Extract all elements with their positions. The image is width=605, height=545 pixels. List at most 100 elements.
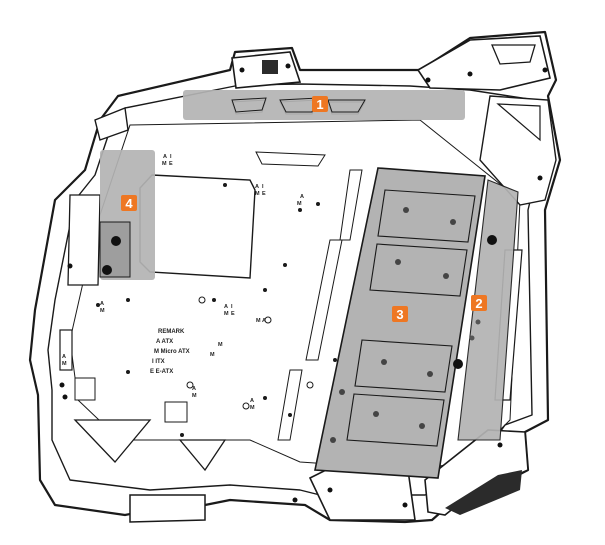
screw-hole (497, 442, 503, 448)
bottom-foot-left (129, 494, 206, 523)
mark-m: M (256, 318, 261, 324)
top-vent-right (327, 99, 366, 113)
left-bracket (67, 194, 101, 286)
screw-hole (467, 71, 473, 77)
drive-screw (419, 423, 425, 429)
drive-bay (369, 243, 468, 297)
standoff-hole (126, 370, 130, 374)
mark-m: M (210, 352, 215, 358)
zone-1-badge-number: 1 (316, 97, 323, 112)
drive-bays (346, 189, 476, 447)
expansion-slot-covers (164, 401, 188, 423)
standoff-hole (96, 303, 100, 307)
standoff-hole (316, 202, 320, 206)
bottom-center-vent (178, 439, 227, 472)
screw-hole (285, 63, 291, 69)
mark-ame-e: E (262, 191, 266, 197)
legend-line-itx: I ITX (152, 359, 165, 365)
bottom-right-foot-dark (445, 470, 522, 515)
zone-1-badge-bg (312, 96, 328, 112)
standoff-hole (298, 208, 302, 212)
screw-hole (425, 77, 431, 83)
standoff-hole (288, 413, 292, 417)
drive-bay (377, 189, 476, 243)
zone-4-badge-number: 4 (125, 196, 133, 211)
zone-2 (453, 179, 519, 441)
top-right-bracket-outer (416, 35, 551, 91)
top-handle-latch (262, 60, 278, 74)
screw-hole (542, 67, 548, 73)
remark-legend: REMARK A ATX M Micro ATX I ITX E E-ATX (150, 329, 190, 375)
bottom-left-vent (73, 419, 152, 463)
screw-hole (62, 394, 68, 400)
bottom-parts (62, 377, 529, 523)
standoff-hole (180, 433, 184, 437)
zone-badges: 1 2 3 4 (121, 96, 487, 322)
mark-ame-m: M (255, 191, 260, 197)
drive-screw (339, 389, 345, 395)
drive-screw (450, 219, 456, 225)
drive-screw (395, 259, 401, 265)
zone-4 (99, 150, 155, 280)
zone-1-badge: 1 (312, 96, 328, 112)
zone-2-badge-bg (471, 295, 487, 311)
screw-hole (239, 67, 245, 73)
zone-3-area (314, 167, 486, 479)
drive-screw (330, 437, 336, 443)
standoff-hole (263, 396, 267, 400)
zone-4-badge: 4 (121, 195, 137, 211)
drive-bay (354, 339, 453, 393)
zone-2-area (457, 179, 519, 441)
mark-ame-i: I (170, 154, 172, 160)
right-side-vent (496, 103, 541, 142)
standoff-hole (264, 316, 272, 324)
mark-am-m: M (250, 405, 255, 411)
zone-2-mount-hole (453, 359, 463, 369)
screw-hole (327, 487, 333, 493)
mark-am-m: M (192, 393, 197, 399)
mark-am-m: M (62, 361, 67, 367)
top-handle (231, 51, 302, 89)
left-side-parts (59, 107, 129, 388)
zone-3 (314, 167, 486, 479)
standoff-hole (242, 402, 250, 410)
mark-ame-e: E (169, 161, 173, 167)
standoff-marks: A I M E A I M E A I M E A M A M A M A M … (62, 154, 304, 411)
zone-4-mount-hole (111, 236, 121, 246)
drive-bay (346, 393, 445, 447)
cable-slot (305, 239, 343, 361)
zone-2-mount-hole (475, 319, 481, 325)
mark-am-a: A (100, 301, 104, 307)
drive-screws (330, 207, 456, 443)
screw-hole (292, 497, 298, 503)
legend-line-micro-atx: M Micro ATX (154, 349, 190, 355)
top-vent-left (231, 97, 267, 113)
standoff-hole (306, 381, 314, 389)
standoff-hole (333, 358, 337, 362)
mark-ame-m: M (224, 311, 229, 317)
drive-screw (373, 411, 379, 417)
zone-2-badge-number: 2 (475, 296, 482, 311)
mark-ame-e: E (231, 311, 235, 317)
mark-ame-a: A (255, 184, 259, 190)
screw-hole (67, 263, 73, 269)
mark-ame-m: M (162, 161, 167, 167)
legend-title: REMARK (158, 329, 185, 335)
standoff-hole (223, 183, 227, 187)
zone-3-badge-bg (392, 306, 408, 322)
mark-am-a: A (300, 194, 304, 200)
standoff-hole (126, 298, 130, 302)
mark-a: A (262, 318, 266, 324)
zone-3-badge-number: 3 (396, 307, 403, 322)
top-right-vent (491, 44, 536, 65)
zone-2-badge: 2 (471, 295, 487, 311)
drive-screw (443, 273, 449, 279)
left-handle (94, 107, 129, 141)
mark-am-a: A (250, 398, 254, 404)
cpu-cutout (139, 174, 256, 279)
drive-screw (403, 207, 409, 213)
screw-hole (537, 175, 543, 181)
mark-m: M (218, 342, 223, 348)
drive-screw (427, 371, 433, 377)
standoff-hole (186, 381, 194, 389)
